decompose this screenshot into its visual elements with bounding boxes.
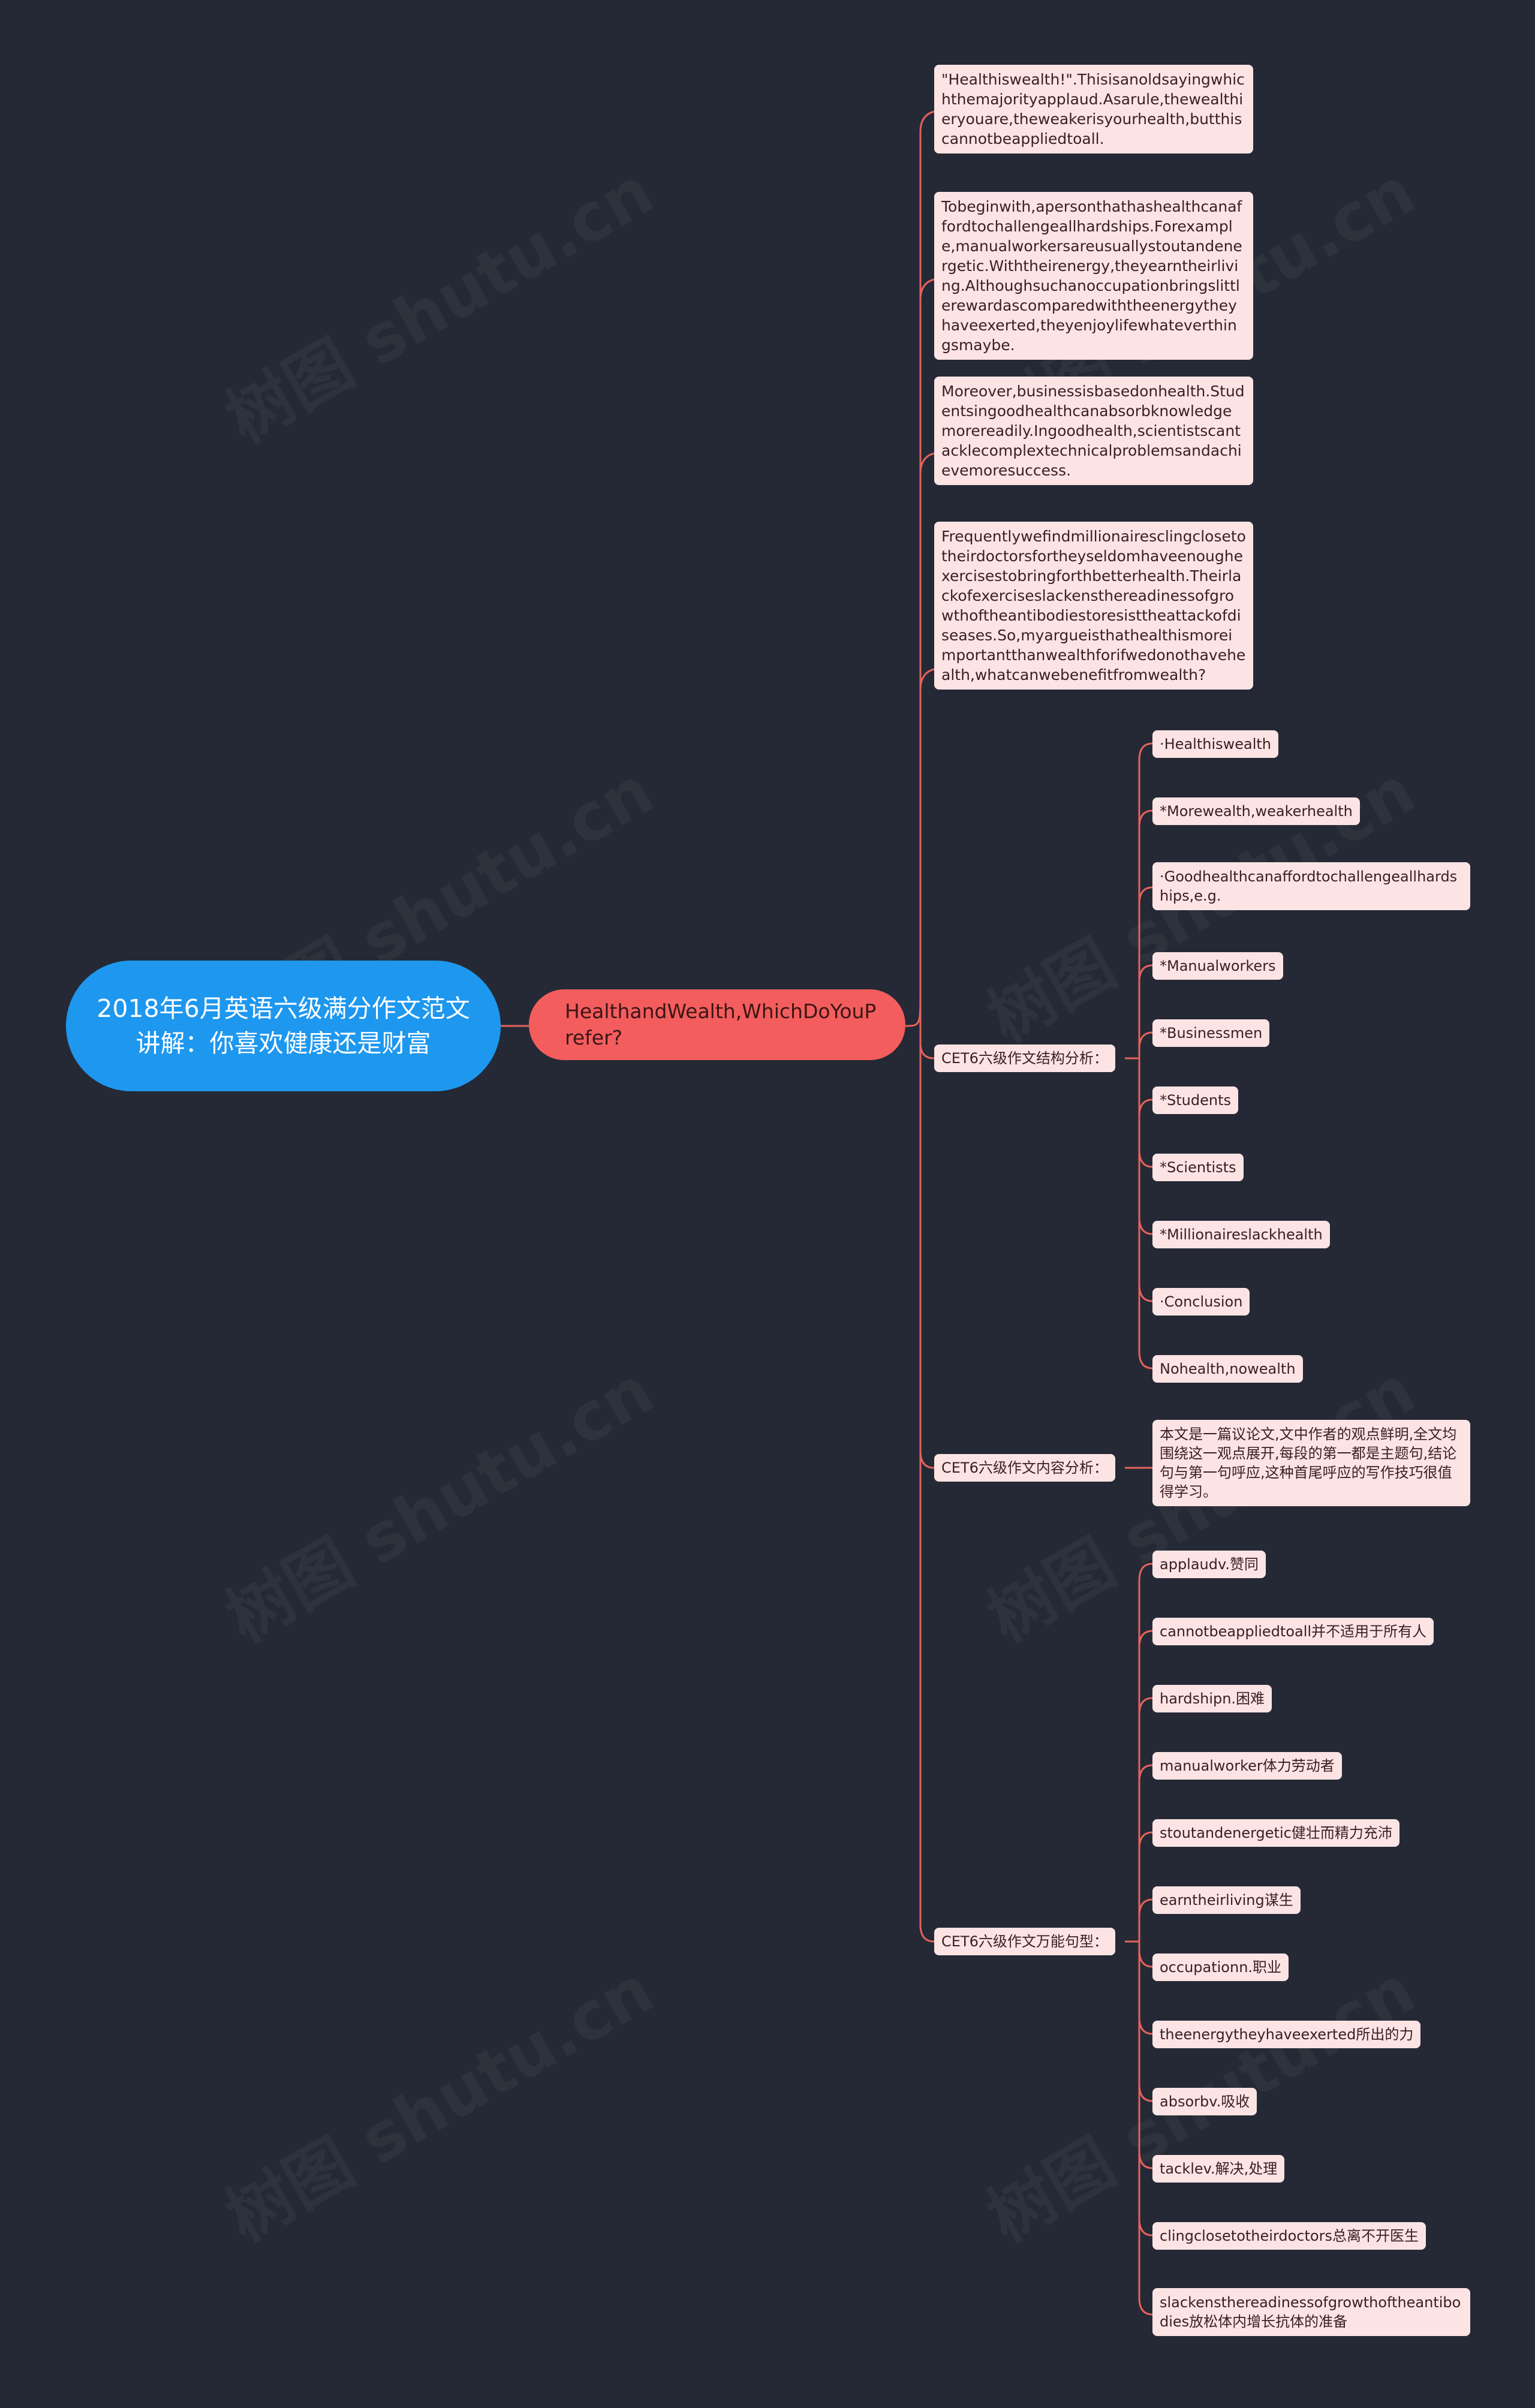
structure-item[interactable]: ·Healthiswealth (1152, 730, 1278, 758)
structure-item[interactable]: ·Goodhealthcanaffordtochallengeallhardsh… (1152, 862, 1470, 910)
phrase-item[interactable]: applaudv.赞同 (1152, 1551, 1266, 1578)
paragraph-node-1[interactable]: "Healthiswealth!".Thisisanoldsayingwhich… (934, 65, 1253, 153)
content-text-node[interactable]: 本文是一篇议论文,文中作者的观点鲜明,全文均围绕这一观点展开,每段的第一都是主题… (1152, 1420, 1470, 1506)
phrase-item-label: occupationn.职业 (1160, 1959, 1282, 1976)
phrase-item-label: theenergytheyhaveexerted所出的力 (1160, 2026, 1414, 2043)
structure-item[interactable]: *Morewealth,weakerhealth (1152, 797, 1360, 825)
structure-item-label: Nohealth,nowealth (1160, 1360, 1296, 1377)
link-main-content (919, 1026, 935, 1469)
phrase-item[interactable]: manualworker体力劳动者 (1152, 1752, 1342, 1780)
root-topic[interactable]: 2018年6月英语六级满分作文范文讲解：你喜欢健康还是财富 (66, 961, 501, 1091)
root-topic-label: 2018年6月英语六级满分作文范文讲解：你喜欢健康还是财富 (97, 994, 470, 1058)
structure-item[interactable]: *Businessmen (1152, 1019, 1270, 1047)
structure-item-label: ·Conclusion (1160, 1293, 1243, 1310)
link-main-p3 (919, 452, 935, 1026)
paragraph-node-3[interactable]: Moreover,businessisbasedonhealth.Student… (934, 377, 1253, 485)
structure-item[interactable]: *Students (1152, 1086, 1238, 1114)
phrase-item-label: hardshipn.困难 (1160, 1690, 1265, 1707)
phrase-item-label: applaudv.赞同 (1160, 1556, 1259, 1573)
phrases-label: CET6六级作文万能句型： (941, 1933, 1108, 1950)
phrase-item-label: absorbv.吸收 (1160, 2093, 1250, 2110)
structure-item-label: *Scientists (1160, 1159, 1236, 1176)
link-main-structure (919, 1026, 935, 1059)
structure-label: CET6六级作文结构分析： (941, 1050, 1108, 1067)
structure-item-label: *Millionaireslackhealth (1160, 1226, 1323, 1243)
phrase-item[interactable]: slackensthereadinessofgrowthoftheantibod… (1152, 2288, 1470, 2336)
structure-item-label: *Students (1160, 1092, 1231, 1109)
structure-item[interactable]: ·Conclusion (1152, 1288, 1250, 1316)
paragraph-node-4[interactable]: Frequentlywefindmillionairesclingcloseto… (934, 522, 1253, 690)
phrase-item[interactable]: absorbv.吸收 (1152, 2088, 1257, 2115)
link-main-p2 (919, 278, 935, 1026)
structure-item-label: ·Healthiswealth (1160, 736, 1271, 752)
paragraph-text: "Healthiswealth!".Thisisanoldsayingwhich… (941, 71, 1245, 148)
content-label: CET6六级作文内容分析： (941, 1459, 1108, 1476)
phrase-item-label: earntheirliving谋生 (1160, 1892, 1293, 1909)
phrase-item[interactable]: theenergytheyhaveexerted所出的力 (1152, 2021, 1421, 2048)
paragraph-text: Frequentlywefindmillionairesclingcloseto… (941, 528, 1246, 684)
phrase-item[interactable]: tacklev.解决,处理 (1152, 2155, 1285, 2183)
paragraph-text: Moreover,businessisbasedonhealth.Student… (941, 383, 1245, 479)
paragraph-node-2[interactable]: Tobeginwith,apersonthathashealthcanaffor… (934, 192, 1253, 360)
structure-node[interactable]: CET6六级作文结构分析： (934, 1045, 1115, 1072)
phrases-node[interactable]: CET6六级作文万能句型： (934, 1928, 1115, 1955)
main-topic[interactable]: HealthandWealth,WhichDoYouPrefer? (529, 989, 905, 1060)
phrase-item-label: cannotbeappliedtoall并不适用于所有人 (1160, 1623, 1427, 1640)
phrase-item-label: slackensthereadinessofgrowthoftheantibod… (1160, 2294, 1461, 2330)
phrase-item-label: manualworker体力劳动者 (1160, 1757, 1335, 1774)
phrase-item[interactable]: earntheirliving谋生 (1152, 1886, 1301, 1914)
phrase-item-label: clingclosetotheirdoctors总离不开医生 (1160, 2228, 1419, 2244)
phrase-item[interactable]: occupationn.职业 (1152, 1954, 1289, 1981)
phrase-item[interactable]: cannotbeappliedtoall并不适用于所有人 (1152, 1618, 1434, 1645)
paragraph-text: Tobeginwith,apersonthathashealthcanaffor… (941, 198, 1242, 354)
link-main-phrases (919, 1026, 935, 1943)
content-node[interactable]: CET6六级作文内容分析： (934, 1454, 1115, 1482)
structure-item[interactable]: *Millionaireslackhealth (1152, 1221, 1330, 1248)
structure-item-label: ·Goodhealthcanaffordtochallengeallhardsh… (1160, 868, 1458, 904)
link-main-p4 (919, 668, 935, 1026)
structure-item-label: *Businessmen (1160, 1025, 1263, 1042)
phrase-item[interactable]: hardshipn.困难 (1152, 1685, 1272, 1712)
structure-item-label: *Manualworkers (1160, 958, 1276, 974)
phrase-item-label: stoutandenergetic健壮而精力充沛 (1160, 1825, 1392, 1841)
main-topic-label: HealthandWealth,WhichDoYouPrefer? (565, 1000, 877, 1049)
structure-item[interactable]: Nohealth,nowealth (1152, 1355, 1303, 1383)
phrase-item-label: tacklev.解决,处理 (1160, 2160, 1278, 2177)
phrase-item[interactable]: clingclosetotheirdoctors总离不开医生 (1152, 2222, 1426, 2250)
structure-item-label: *Morewealth,weakerhealth (1160, 803, 1353, 820)
phrase-item[interactable]: stoutandenergetic健壮而精力充沛 (1152, 1819, 1399, 1847)
content-text: 本文是一篇议论文,文中作者的观点鲜明,全文均围绕这一观点展开,每段的第一都是主题… (1160, 1426, 1457, 1500)
structure-item[interactable]: *Scientists (1152, 1154, 1244, 1181)
structure-item[interactable]: *Manualworkers (1152, 952, 1283, 980)
